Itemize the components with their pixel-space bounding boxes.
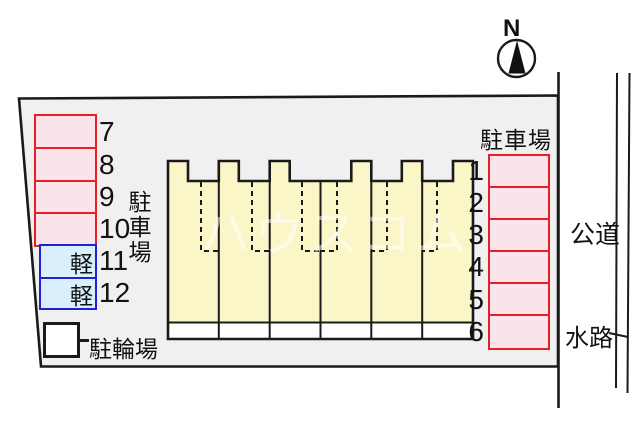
parking-space-1-box [488,154,550,188]
parking-space-11-number: 11 [99,245,129,276]
parking-space-5-number: 5 [468,284,484,315]
parking-space-12-box: 軽 [39,277,97,310]
parking-space-1-number: 1 [468,155,484,186]
parking-space-7-number: 7 [99,116,115,147]
parking-space-11-box: 軽 [39,244,97,280]
parking-space-3-number: 3 [468,219,484,250]
compass-needle [508,40,526,74]
parking-space-2-box [488,186,550,220]
bicycle-parking-label: 駐輪場 [89,336,158,362]
waterway-line-right [626,72,631,394]
parking-space-8-number: 8 [99,149,115,180]
kei-car-mark: 軽 [70,282,93,309]
parking-space-10-number: 10 [99,213,131,244]
parking-space-6-box [488,314,550,350]
parking-space-6-number: 6 [468,316,484,347]
bicycle-leader-line [79,339,89,342]
compass-north-label: N [503,15,521,42]
left-parking-area-label: 駐車場 [125,190,151,265]
public-road-label: 公道 [570,221,621,249]
right-parking-area-label: 駐車場 [480,127,552,153]
entry-stair-dashed-lines [200,182,438,252]
parking-space-4-number: 4 [468,251,484,282]
bicycle-parking-box [43,322,80,358]
waterway-label: 水路 [565,325,613,352]
parking-space-3-box [488,218,550,252]
parking-space-5-box [488,282,550,317]
parking-space-7-box [34,114,97,150]
parking-space-9-box [34,180,97,215]
parking-space-10-box [34,212,97,247]
parking-space-4-box [488,250,550,285]
watermark: ハウスコム [200,206,470,262]
parking-space-9-number: 9 [99,181,115,212]
building-unit-dividers [217,181,424,338]
parking-space-12-number: 12 [99,277,131,308]
parking-space-2-number: 2 [468,187,484,218]
compass-circle [496,38,537,79]
kei-car-mark: 軽 [70,251,93,277]
parking-space-8-box [34,147,97,183]
waterway-leader-line [608,332,629,338]
